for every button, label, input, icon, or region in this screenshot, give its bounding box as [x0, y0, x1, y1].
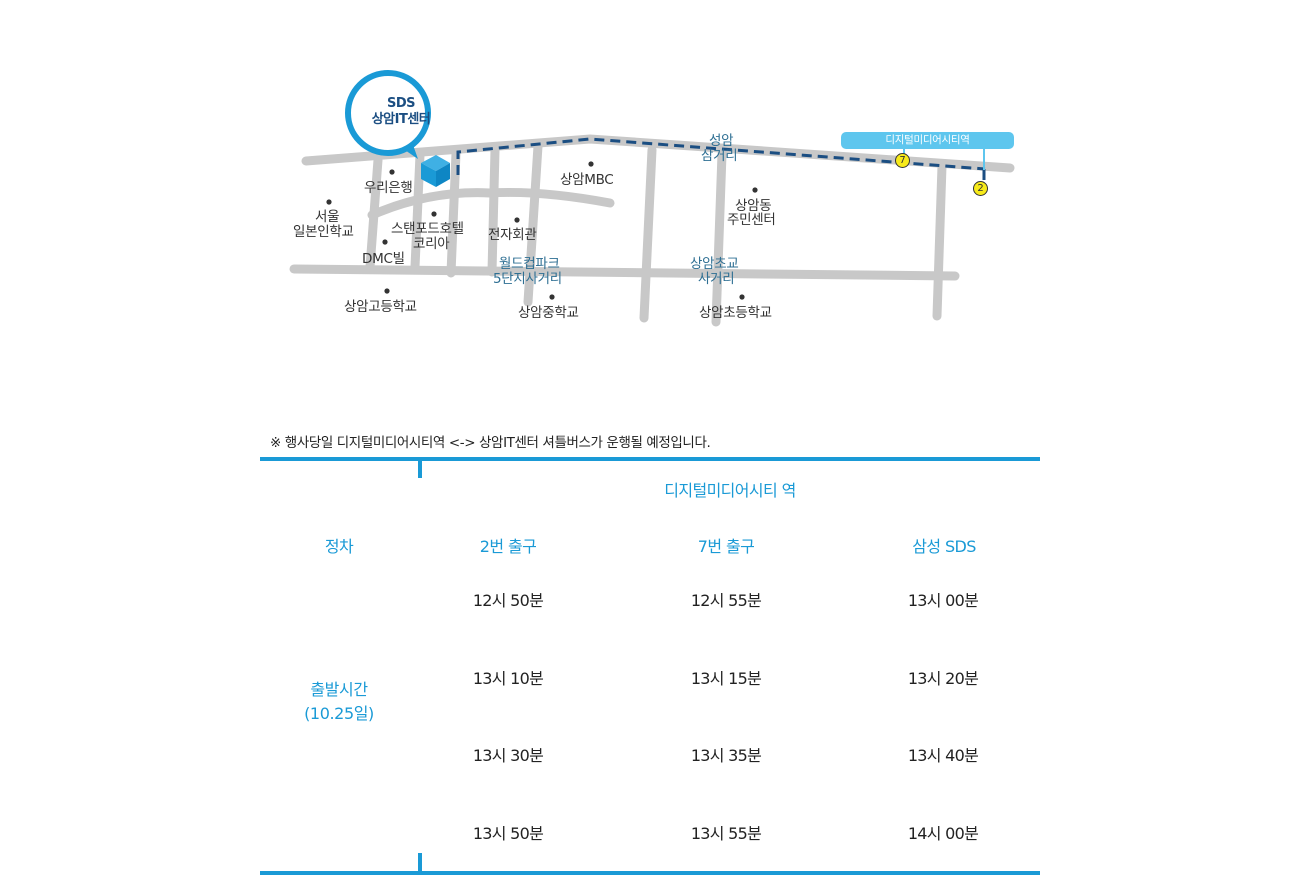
- shuttle-notice: ※ 행사당일 디지털미디어시티역 <-> 상암IT센터 셔틀버스가 운행될 예정…: [270, 435, 711, 451]
- table-cell: 13시 50분: [472, 824, 544, 843]
- intersection-worldcup-1: 월드컵파크: [499, 256, 560, 272]
- column-header-exit-2: 2번 출구: [479, 537, 537, 556]
- table-top-rule: [260, 457, 1040, 461]
- intersection-elementary-2: 사거리: [698, 271, 735, 287]
- table-cell: 13시 15분: [690, 669, 762, 688]
- table-cell: 13시 55분: [690, 824, 762, 843]
- intersection-worldcup-2: 5단지사거리: [493, 271, 562, 287]
- table-cell: 12시 50분: [472, 591, 544, 610]
- station-label: 디지털미디어시티역: [841, 132, 1014, 149]
- table-bottom-rule: [260, 871, 1040, 875]
- intersection-elementary-1: 상암초교: [690, 256, 739, 272]
- landmark-electronics-hall: 전자회관: [488, 227, 537, 243]
- column-header-stop: 정차: [324, 537, 354, 556]
- table-cell: 13시 00분: [907, 591, 979, 610]
- landmark-woori-bank: 우리은행: [364, 180, 413, 196]
- landmark-sangam-mbc: 상암MBC: [560, 172, 614, 188]
- landmark-sangam-elementary: 상암초등학교: [699, 305, 772, 321]
- table-cell: 13시 10분: [472, 669, 544, 688]
- column-header-samsung-sds: 삼성 SDS: [912, 537, 976, 556]
- table-cell: 14시 00분: [907, 824, 979, 843]
- table-cell: 13시 20분: [907, 669, 979, 688]
- exit-7-badge: 7: [895, 153, 910, 168]
- table-cell: 13시 35분: [690, 746, 762, 765]
- table-cell: 12시 55분: [690, 591, 762, 610]
- table-cell: 13시 30분: [472, 746, 544, 765]
- building-icon: [421, 155, 450, 187]
- intersection-seongam-1: 성암: [709, 133, 734, 149]
- callout-line-2: 상암IT센터: [371, 112, 431, 127]
- sds-callout: SDS 상암IT센터: [352, 96, 450, 128]
- location-map: SDS 상암IT센터 디지털미디어시티역 7 2 우리은행 상암MBC 서울 일…: [280, 60, 1040, 340]
- group-header-dmc-station: 디지털미디어시티 역: [664, 481, 796, 500]
- landmark-dmc-bill: DMC빌: [362, 251, 405, 267]
- row-label-line-1: 출발시간: [310, 680, 368, 699]
- row-label-departure-time: 출발시간 (10.25일): [260, 678, 418, 726]
- row-label-line-2: (10.25일): [304, 704, 374, 723]
- callout-line-1: SDS: [386, 96, 416, 111]
- intersection-seongam-2: 삼거리: [701, 148, 738, 164]
- landmark-seoul-japanese-school-2: 일본인학교: [293, 224, 354, 240]
- landmark-sangam-middle-school: 상암중학교: [518, 305, 579, 321]
- table-top-tick: [418, 459, 422, 478]
- landmark-seoul-japanese-school-1: 서울: [315, 209, 340, 225]
- landmark-sangam-high-school: 상암고등학교: [344, 299, 417, 315]
- landmark-stanford-hotel-1: 스탠포드호텔: [391, 221, 464, 237]
- landmark-stanford-hotel-2: 코리아: [413, 236, 450, 252]
- table-bottom-tick: [418, 853, 422, 872]
- map-roads: [289, 70, 1015, 327]
- column-header-exit-7: 7번 출구: [697, 537, 755, 556]
- exit-2-badge: 2: [973, 181, 988, 196]
- table-cell: 13시 40분: [907, 746, 979, 765]
- landmark-community-center-1: 상암동: [735, 198, 772, 214]
- landmark-community-center-2: 주민센터: [727, 212, 776, 228]
